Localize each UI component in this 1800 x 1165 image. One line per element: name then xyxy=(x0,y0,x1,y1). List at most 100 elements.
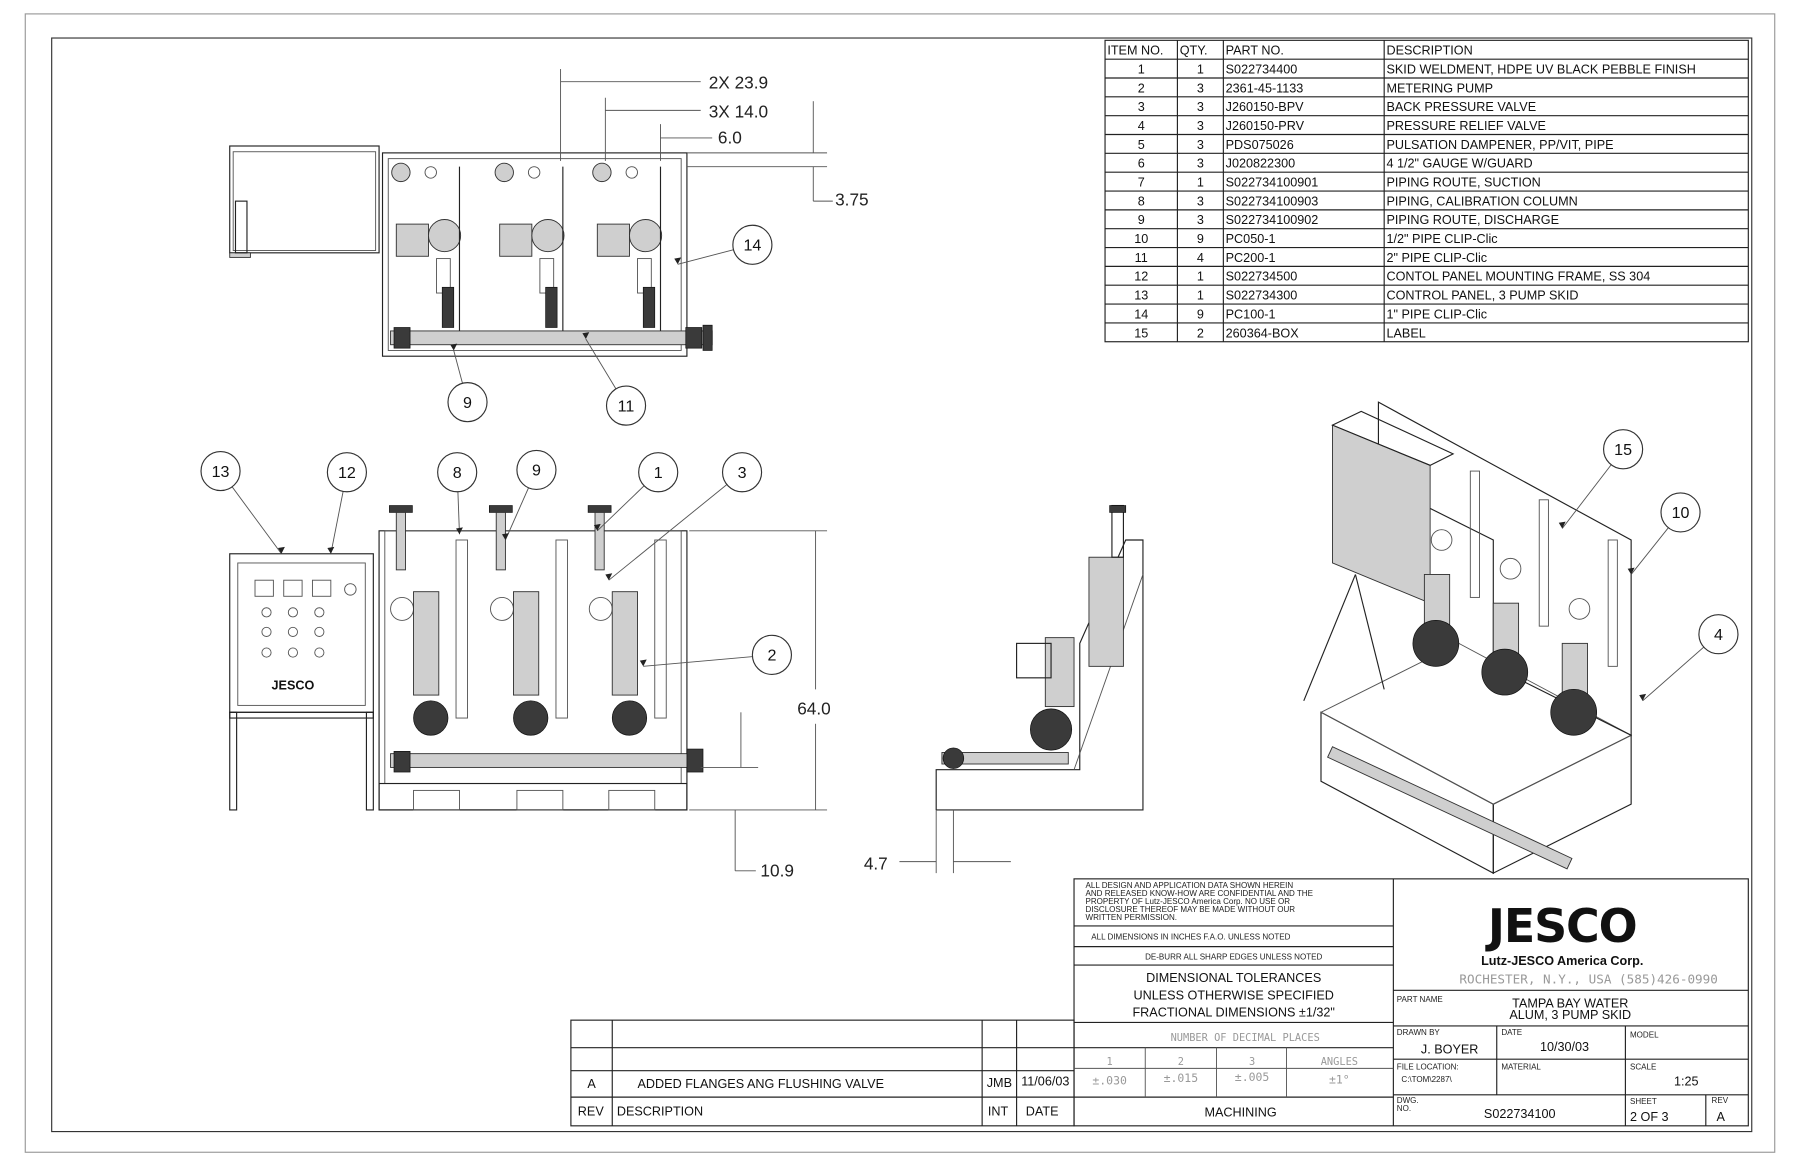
bom-item-no: 8 xyxy=(1138,194,1145,208)
bom-qty: 9 xyxy=(1197,232,1204,246)
panel-button-icon xyxy=(261,647,272,658)
item-balloon: 3 xyxy=(605,452,763,581)
bom-description: BACK PRESSURE VALVE xyxy=(1386,100,1536,114)
bom-row: 10 9 PC050-1 1/2" PIPE CLIP-Clic xyxy=(1134,232,1497,246)
tolerances-line-3: FRACTIONAL DIMENSIONS ±1/32" xyxy=(1132,1006,1334,1020)
balloon-number: 10 xyxy=(1672,504,1690,522)
tolerance-2-places: ±.015 xyxy=(1164,1071,1199,1085)
bom-part-no: 2361-45-1133 xyxy=(1226,81,1304,95)
dwg-no-label-1: DWG. xyxy=(1397,1096,1419,1105)
panel-button-icon xyxy=(314,607,325,618)
tolerance-angles: ±1° xyxy=(1329,1072,1350,1086)
bom-part-no: S022734500 xyxy=(1226,270,1298,284)
bom-qty: 1 xyxy=(1197,63,1204,77)
decimal-places-label: NUMBER OF DECIMAL PLACES xyxy=(1171,1032,1320,1044)
dimension-2x-23-9: 2X 23.9 xyxy=(709,73,768,93)
balloon-number: 9 xyxy=(463,394,472,412)
bom-part-no: S022734100903 xyxy=(1226,194,1319,208)
company-name: Lutz-JESCO America Corp. xyxy=(1481,954,1643,968)
panel-logo: JESCO xyxy=(272,678,315,692)
bom-header: ITEM NO. xyxy=(1107,44,1163,58)
pump-assembly-top xyxy=(494,162,565,334)
confidential-line-3: PROPERTY OF Lutz-JESCO America Corp. NO … xyxy=(1086,897,1291,906)
panel-meter-icon xyxy=(311,579,332,597)
sheet-label: SHEET xyxy=(1630,1097,1657,1106)
scale-label: SCALE xyxy=(1630,1063,1657,1072)
top-view xyxy=(229,145,713,357)
bom-qty: 3 xyxy=(1197,119,1204,133)
bom-part-no: PC200-1 xyxy=(1226,251,1276,265)
bom-qty: 4 xyxy=(1197,251,1204,265)
pump-assembly-front xyxy=(488,505,568,736)
bom-part-no: J260150-BPV xyxy=(1226,100,1304,114)
bom-description: 4 1/2" GAUGE W/GUARD xyxy=(1386,157,1532,171)
item-balloon: 9 xyxy=(501,449,557,541)
bom-item-no: 13 xyxy=(1134,289,1148,303)
bom-description: PIPING ROUTE, SUCTION xyxy=(1386,176,1540,190)
panel-button-icon xyxy=(314,626,325,637)
bom-qty: 3 xyxy=(1197,81,1204,95)
company-address: ROCHESTER, N.Y., USA (585)426-0990 xyxy=(1459,971,1717,986)
dimensions-note: ALL DIMENSIONS IN INCHES F.A.O. UNLESS N… xyxy=(1091,933,1290,942)
bom-part-no: S022734100901 xyxy=(1226,176,1319,190)
dimension-3x-14-0: 3X 14.0 xyxy=(709,101,768,121)
pump-assembly-front xyxy=(389,505,468,736)
bom-item-no: 4 xyxy=(1138,119,1145,133)
drawing-date: 10/30/03 xyxy=(1540,1040,1589,1054)
balloon-number: 12 xyxy=(338,464,356,482)
balloon-number: 4 xyxy=(1714,626,1723,644)
side-view xyxy=(935,504,1144,811)
model-label: MODEL xyxy=(1630,1030,1659,1039)
dwg-no-label-2: NO. xyxy=(1397,1104,1411,1113)
sheet-number: 2 OF 3 xyxy=(1630,1110,1669,1124)
panel-meter-icon xyxy=(254,579,274,597)
dimension-3-75: 3.75 xyxy=(835,190,869,210)
bom-qty: 2 xyxy=(1197,326,1204,340)
bom-row: 13 1 S022734300 CONTROL PANEL, 3 PUMP SKID xyxy=(1134,289,1578,303)
bom-description: CONTROL PANEL, 3 PUMP SKID xyxy=(1386,289,1578,303)
bom-item-no: 14 xyxy=(1134,307,1148,321)
item-balloon: 12 xyxy=(326,452,368,554)
panel-button-icon xyxy=(287,626,298,637)
balloon-number: 13 xyxy=(212,463,230,481)
bom-description: 1/2" PIPE CLIP-Clic xyxy=(1386,232,1497,246)
bom-qty: 1 xyxy=(1197,270,1204,284)
item-balloon: 4 xyxy=(1639,614,1739,702)
revision-letter: A xyxy=(587,1077,596,1091)
decimal-header-angles: ANGLES xyxy=(1321,1056,1358,1068)
dimension-lines: 2X 23.9 3X 14.0 6.0 3.75 64.0 10.9 4.7 xyxy=(560,69,1011,881)
pump-assembly-iso xyxy=(1412,470,1480,667)
bom-qty: 1 xyxy=(1197,289,1204,303)
machining-label: MACHINING xyxy=(1204,1106,1276,1120)
bom-part-no: S022734400 xyxy=(1226,63,1298,77)
bom-item-no: 6 xyxy=(1138,157,1145,171)
part-name-label: PART NAME xyxy=(1397,995,1444,1004)
item-balloon: 2 xyxy=(639,634,793,675)
bom-item-no: 5 xyxy=(1138,138,1145,152)
bom-description: CONTOL PANEL MOUNTING FRAME, SS 304 xyxy=(1386,270,1650,284)
date-label: DATE xyxy=(1501,1028,1522,1037)
revision-date: 11/06/03 xyxy=(1021,1075,1069,1089)
bom-qty: 3 xyxy=(1197,100,1204,114)
pump-assembly-front xyxy=(587,505,667,736)
part-name-line-2: ALUM, 3 PUMP SKID xyxy=(1509,1008,1631,1022)
confidential-line-2: AND RELEASED KNOW-HOW ARE CONFIDENTIAL A… xyxy=(1086,889,1314,898)
decimal-header-1: 1 xyxy=(1107,1056,1113,1068)
panel-button-icon xyxy=(314,647,325,658)
confidential-line-4: DISCLOSURE THEREOF MAY BE MADE WITHOUT O… xyxy=(1086,905,1296,914)
bom-part-no: PC050-1 xyxy=(1226,232,1276,246)
bom-item-no: 15 xyxy=(1134,326,1148,340)
bom-item-no: 10 xyxy=(1134,232,1148,246)
bom-part-no: S022734300 xyxy=(1226,289,1298,303)
outer-border xyxy=(24,13,1776,1153)
bom-qty: 3 xyxy=(1197,194,1204,208)
bom-description: SKID WELDMENT, HDPE UV BLACK PEBBLE FINI… xyxy=(1386,63,1695,77)
